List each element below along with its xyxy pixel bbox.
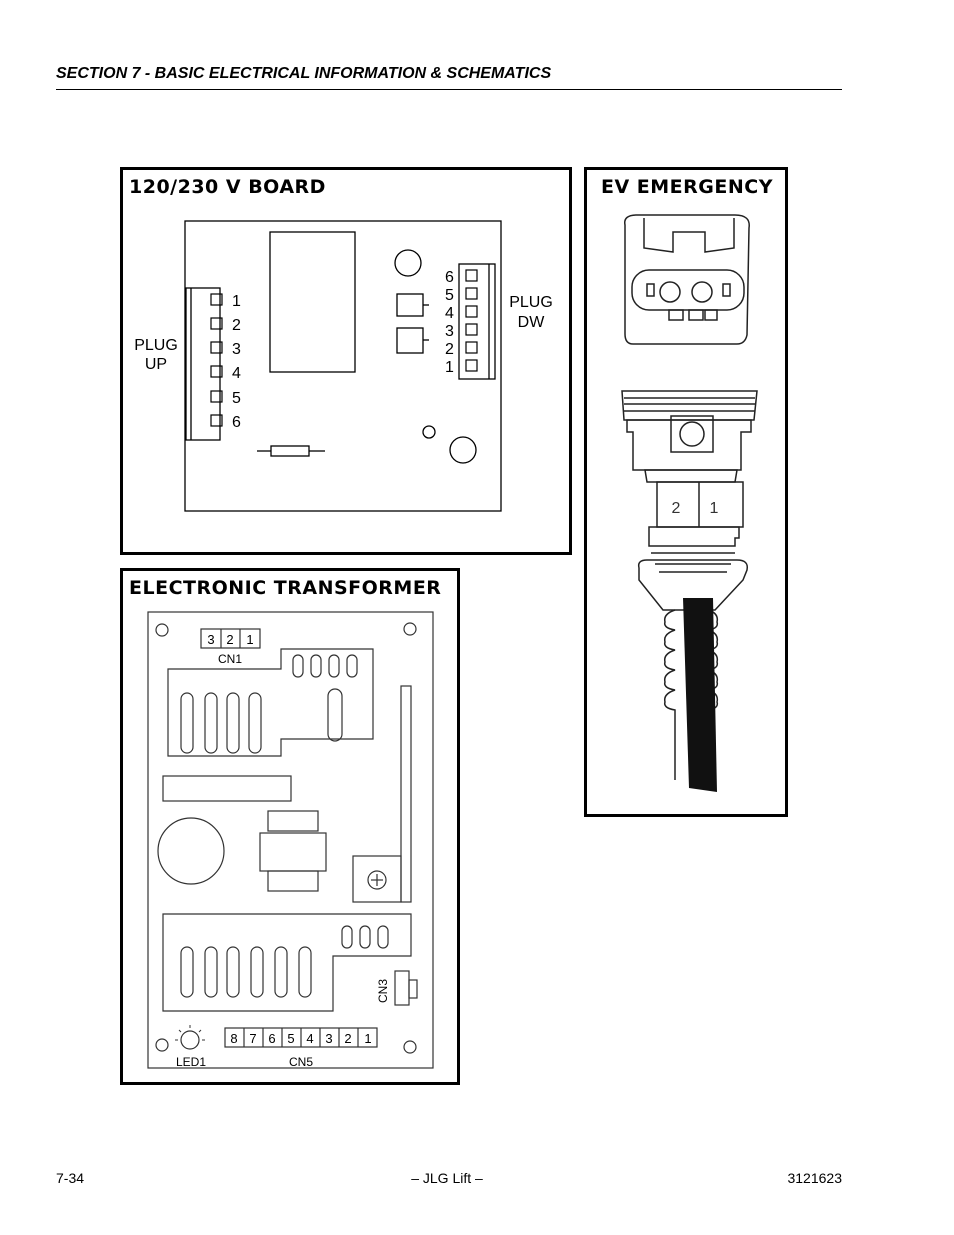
ev-pin-label: 1 bbox=[710, 500, 719, 517]
capacitor-top bbox=[394, 249, 422, 277]
strip-component bbox=[162, 775, 292, 802]
transformer-panel: ELECTRONIC TRANSFORMER bbox=[120, 568, 460, 1085]
heatsink bbox=[400, 685, 412, 903]
ev-pin-label: 2 bbox=[672, 500, 681, 517]
capacitor-bottom bbox=[449, 436, 477, 464]
plug-up-pin: 1 bbox=[232, 293, 241, 310]
ev-panel: EV EMERGENCY bbox=[584, 167, 788, 817]
plug-up-pin: 4 bbox=[232, 365, 241, 382]
board-outline bbox=[184, 220, 502, 512]
plug-up-connector bbox=[185, 287, 221, 441]
cn5-pin: 3 bbox=[325, 1031, 332, 1046]
cn1-label: CN1 bbox=[218, 652, 242, 666]
cn1-connector bbox=[200, 628, 261, 649]
plug-dw-pin: 6 bbox=[445, 269, 454, 286]
plug-dw-pin: 5 bbox=[445, 287, 454, 304]
ev-connector-drawing: 2 1 bbox=[621, 214, 758, 792]
page-number: 7-34 bbox=[56, 1170, 85, 1186]
small-hole bbox=[422, 425, 436, 439]
plug-up-pin: 2 bbox=[232, 317, 241, 334]
resistor bbox=[270, 445, 310, 457]
led1-label: LED1 bbox=[176, 1055, 206, 1069]
plug-up-label: PLUG bbox=[134, 337, 178, 354]
cn5-label: CN5 bbox=[289, 1055, 313, 1069]
footer-center: – JLG Lift – bbox=[411, 1170, 483, 1186]
cn1-pin: 3 bbox=[207, 632, 214, 647]
cn5-pin: 7 bbox=[249, 1031, 256, 1046]
cn5-pin: 4 bbox=[306, 1031, 313, 1046]
cn3-connector bbox=[394, 970, 410, 1006]
component-a bbox=[396, 293, 424, 317]
plug-up-pin: 3 bbox=[232, 341, 241, 358]
plug-up-pin: 6 bbox=[232, 414, 241, 431]
ev-title: EV EMERGENCY bbox=[601, 176, 773, 198]
cable bbox=[683, 598, 717, 792]
plug-up-pin: 5 bbox=[232, 390, 241, 407]
plug-up-label: UP bbox=[145, 356, 167, 373]
section-header: SECTION 7 - BASIC ELECTRICAL INFORMATION… bbox=[56, 65, 552, 82]
transformer-core bbox=[259, 832, 327, 872]
transformer-board-outline bbox=[147, 611, 434, 1069]
plug-dw-pin: 2 bbox=[445, 341, 454, 358]
cn5-pin: 6 bbox=[268, 1031, 275, 1046]
component-b bbox=[396, 327, 424, 354]
board-panel: 120/230 V BOARD bbox=[120, 167, 572, 555]
cn5-pin: 8 bbox=[230, 1031, 237, 1046]
board-title: 120/230 V BOARD bbox=[129, 176, 326, 198]
cn5-pin: 5 bbox=[287, 1031, 294, 1046]
cn1-pin: 1 bbox=[246, 632, 253, 647]
plug-dw-label: PLUG bbox=[509, 294, 553, 311]
female-connector-body bbox=[624, 214, 750, 345]
board-diagram: 1 2 3 4 5 6 6 5 4 3 2 1 PLUG UP PLUG DW bbox=[134, 220, 553, 512]
header-rule bbox=[56, 89, 842, 90]
plug-dw-pin: 1 bbox=[445, 359, 454, 376]
upper-component-block bbox=[167, 648, 374, 757]
led1 bbox=[180, 1030, 200, 1050]
relay bbox=[269, 231, 356, 373]
cn5-pin: 2 bbox=[344, 1031, 351, 1046]
regulator bbox=[352, 855, 402, 903]
plug-dw-pin: 4 bbox=[445, 305, 454, 322]
transformer-diagram: 3 2 1 CN1 CN3 8 7 6 5 4 3 2 1 CN5 LED1 bbox=[147, 611, 434, 1069]
pin-housing bbox=[656, 481, 744, 528]
cn5-pin: 1 bbox=[364, 1031, 371, 1046]
cn3-label: CN3 bbox=[376, 979, 390, 1003]
cn1-pin: 2 bbox=[226, 632, 233, 647]
cable-boot bbox=[637, 559, 749, 611]
plug-dw-label: DW bbox=[518, 314, 546, 331]
doc-number: 3121623 bbox=[787, 1170, 842, 1186]
plug-dw-connector bbox=[458, 263, 496, 380]
plug-dw-pin: 3 bbox=[445, 323, 454, 340]
lower-component-block bbox=[162, 913, 412, 1012]
male-connector-head bbox=[621, 390, 758, 421]
transformer-title: ELECTRONIC TRANSFORMER bbox=[129, 577, 442, 599]
large-capacitor bbox=[157, 817, 225, 885]
